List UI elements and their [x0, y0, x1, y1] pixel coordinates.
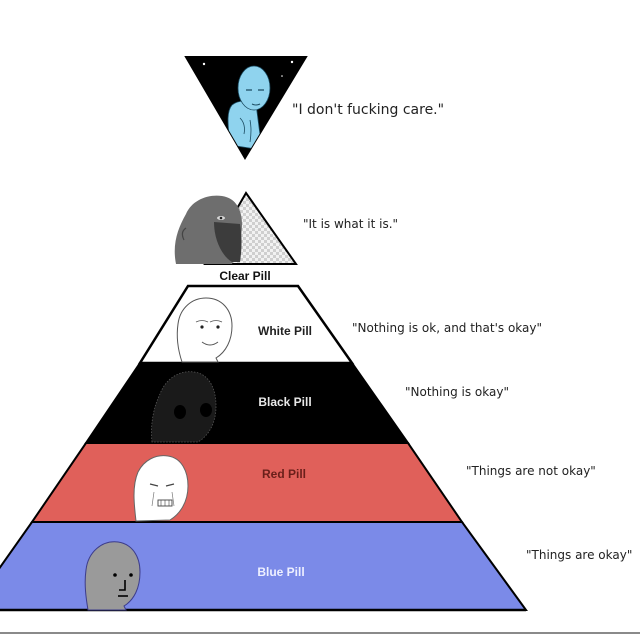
red-pill-label: Red Pill	[261, 467, 307, 481]
doomer-skull-face-icon	[151, 371, 217, 443]
blue-pill-label: Blue Pill	[257, 565, 305, 579]
top-tier-quote: "I don't fucking care."	[292, 102, 445, 118]
black-pill-quote: "Nothing is okay"	[405, 385, 509, 399]
chad-face-icon	[174, 195, 242, 264]
black-pill-band	[84, 362, 410, 444]
blue-pill-quote: "Things are okay"	[526, 548, 633, 562]
red-pill-quote: "Things are not okay"	[466, 464, 596, 478]
clear-pill-triangle	[174, 191, 298, 265]
wojak-smiling-face-icon	[176, 297, 233, 363]
npc-face-icon	[84, 541, 141, 611]
clear-pill-quote: "It is what it is."	[303, 217, 399, 231]
white-pill-band	[137, 284, 355, 365]
top-tier-triangle	[184, 56, 308, 160]
clear-pill-label: Clear Pill	[219, 269, 271, 283]
white-pill-quote: "Nothing is ok, and that's okay"	[352, 321, 543, 335]
crying-wojak-face-icon	[133, 455, 189, 522]
black-pill-label: Black Pill	[258, 395, 312, 409]
galaxy-brain-face-icon	[202, 60, 294, 151]
white-pill-label: White Pill	[258, 324, 312, 338]
bottom-divider	[0, 632, 640, 634]
red-pill-band	[30, 442, 464, 523]
